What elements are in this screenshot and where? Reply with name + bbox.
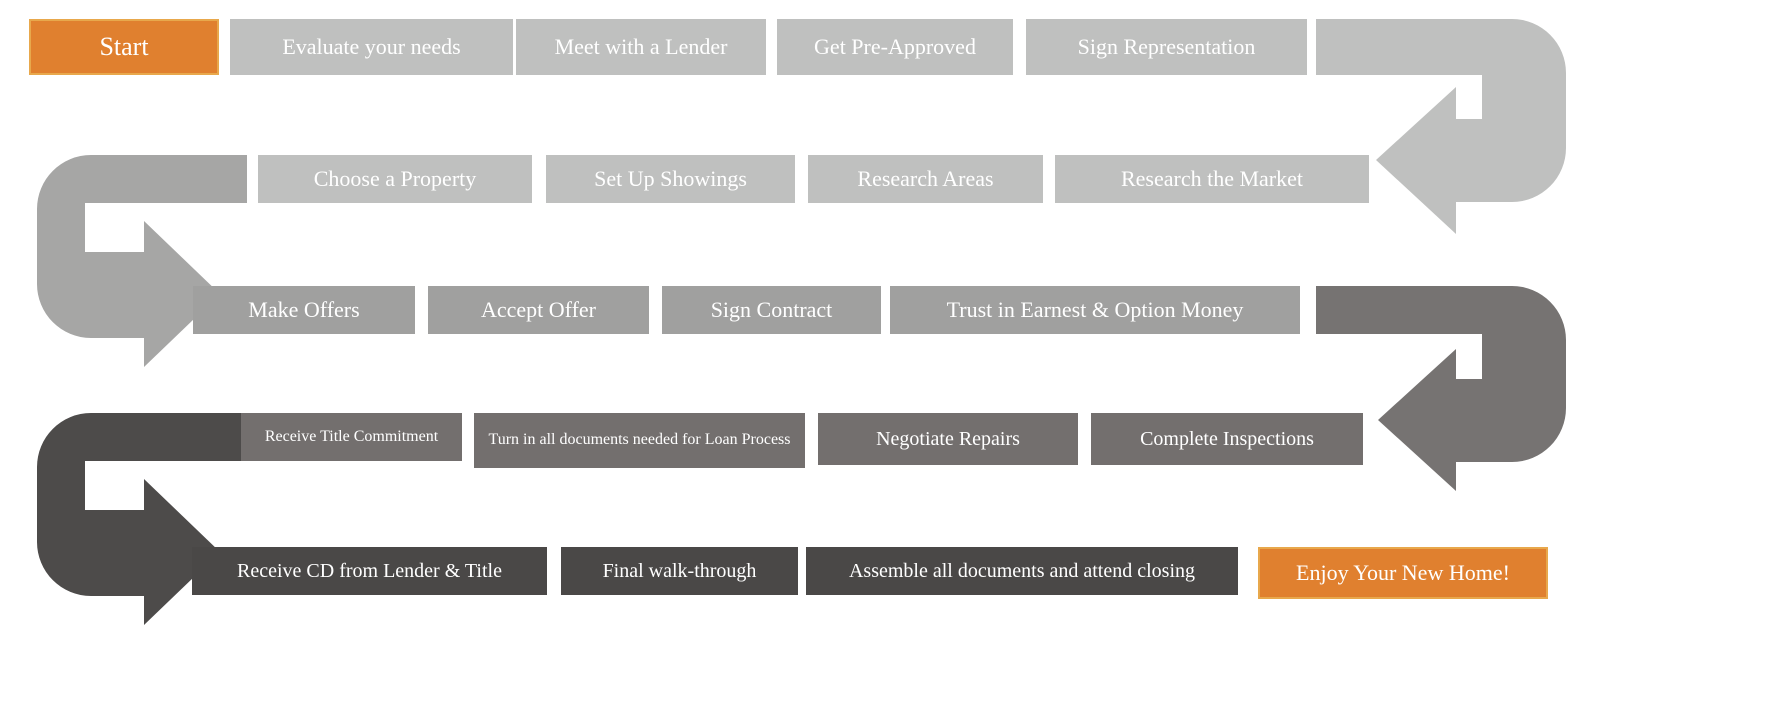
flow-box-set-up-showings[interactable]: Set Up Showings	[546, 155, 795, 203]
flow-box-research-the-market[interactable]: Research the Market	[1055, 155, 1369, 203]
flow-box-complete-inspections[interactable]: Complete Inspections	[1091, 413, 1363, 465]
flow-box-research-areas[interactable]: Research Areas	[808, 155, 1043, 203]
flow-box-accept-offer[interactable]: Accept Offer	[428, 286, 649, 334]
flow-box-evaluate-your-needs[interactable]: Evaluate your needs	[230, 19, 513, 75]
u-turn-arrow-left-upper	[37, 155, 247, 367]
flow-box-final-walk-through[interactable]: Final walk-through	[561, 547, 798, 595]
flow-box-enjoy-your-new-home[interactable]: Enjoy Your New Home!	[1258, 547, 1548, 599]
flow-box-start[interactable]: Start	[29, 19, 219, 75]
flow-box-meet-with-a-lender[interactable]: Meet with a Lender	[516, 19, 766, 75]
flow-box-sign-representation[interactable]: Sign Representation	[1026, 19, 1307, 75]
flow-box-choose-a-property[interactable]: Choose a Property	[258, 155, 532, 203]
flow-box-make-offers[interactable]: Make Offers	[193, 286, 415, 334]
flow-box-assemble-all-documents-and-attend-closing[interactable]: Assemble all documents and attend closin…	[806, 547, 1238, 595]
flow-box-receive-cd-from-lender-and-title[interactable]: Receive CD from Lender & Title	[192, 547, 547, 595]
flow-box-sign-contract[interactable]: Sign Contract	[662, 286, 881, 334]
flow-box-trust-in-earnest-and-option-money[interactable]: Trust in Earnest & Option Money	[890, 286, 1300, 334]
flow-box-turn-in-all-documents-needed-for-loan-process[interactable]: Turn in all documents needed for Loan Pr…	[474, 413, 805, 468]
flow-box-negotiate-repairs[interactable]: Negotiate Repairs	[818, 413, 1078, 465]
flow-box-receive-title-commitment[interactable]: Receive Title Commitment	[241, 413, 462, 461]
flow-box-get-pre-approved[interactable]: Get Pre-Approved	[777, 19, 1013, 75]
